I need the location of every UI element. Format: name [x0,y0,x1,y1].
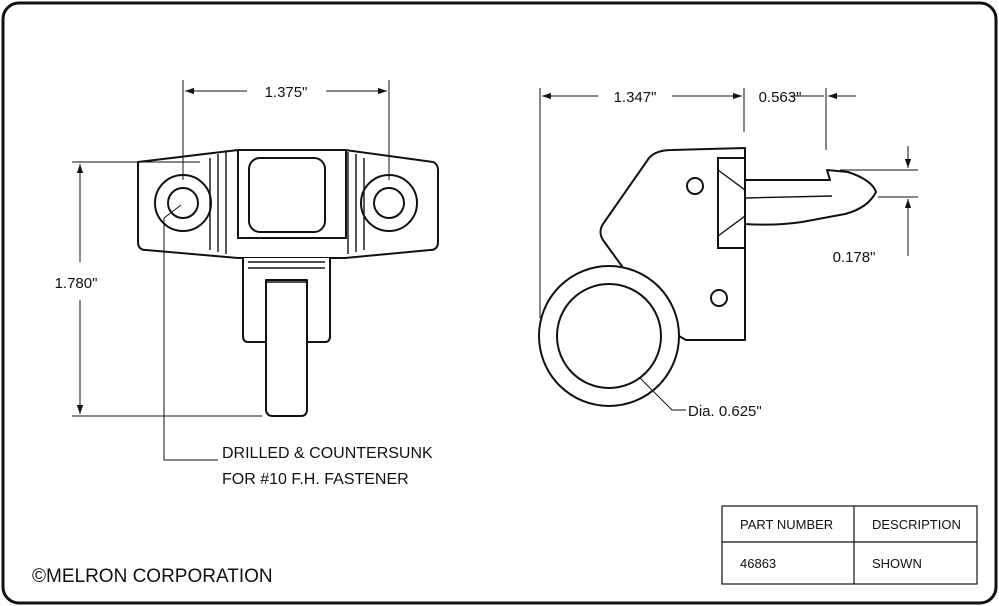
dim-1347-label: 1.347" [614,89,657,106]
table-header-description: DESCRIPTION [872,517,961,532]
tube-ring-inner [556,283,662,389]
copyright-text: ©MELRON CORPORATION [32,566,273,587]
dimension-gap: 0.178" [833,146,918,266]
dimension-length: 1.347" [539,88,745,318]
dim-1780-label: 1.780" [55,275,98,292]
diameter-callout: Dia. 0.625" [639,377,762,420]
front-view [137,149,439,417]
drill-note-line1: DRILLED & COUNTERSUNK [222,445,433,462]
dimension-height: 1.780" [55,161,262,417]
table-header-part-number: PART NUMBER [740,517,833,532]
dim-1375-label: 1.375" [265,84,308,101]
dimension-width: 1.375" [182,80,390,180]
drill-note-line2: FOR #10 F.H. FASTENER [222,471,409,488]
part-table: PART NUMBER DESCRIPTION 46863 SHOWN [721,505,978,585]
drill-note: DRILLED & COUNTERSUNK FOR #10 F.H. FASTE… [163,204,433,488]
dimension-reach: 0.563" [759,88,856,150]
dim-0563-label: 0.563" [759,89,802,106]
table-cell-part-number: 46863 [740,556,776,571]
table-cell-description: SHOWN [872,556,922,571]
dim-0178-label: 0.178" [833,249,876,266]
side-view [538,147,877,407]
dim-diameter-label: Dia. 0.625" [688,403,762,420]
